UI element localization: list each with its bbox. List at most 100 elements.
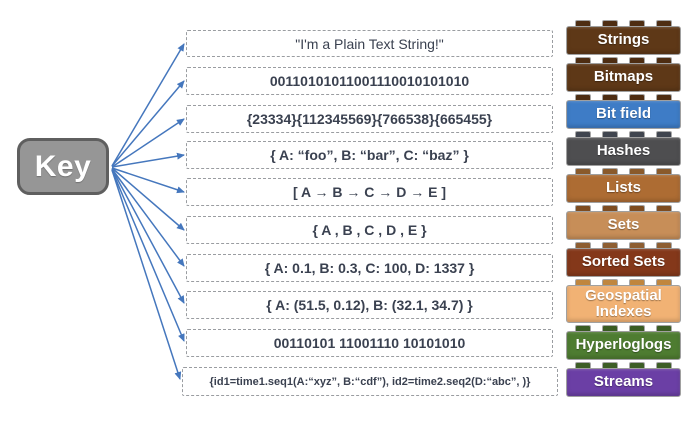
type-brick-sorted-sets: Sorted Sets — [566, 242, 681, 277]
type-brick-bitmaps: Bitmaps — [566, 57, 681, 92]
lego-stud — [602, 279, 618, 285]
value-box-sorted-set: { A: 0.1, B: 0.3, C: 100, D: 1337 } — [186, 254, 553, 282]
lego-stud — [629, 168, 645, 174]
type-label: Lists — [566, 174, 681, 203]
lego-stud — [575, 325, 591, 331]
lego-studs — [566, 57, 681, 63]
lego-stud — [575, 57, 591, 63]
value-box-hyperloglog: 00110101 11001110 10101010 — [186, 329, 553, 357]
lego-stud — [656, 242, 672, 248]
type-label: Strings — [566, 26, 681, 55]
lego-stud — [629, 242, 645, 248]
value-box-set: { A , B , C , D , E } — [186, 216, 553, 244]
key-box: Key — [17, 138, 109, 195]
lego-stud — [656, 20, 672, 26]
value-text: {23334}{112345569}{766538}{665455} — [246, 111, 493, 127]
value-box-stream: {id1=time1.seq1(A:“xyz”, B:“cdf”), id2=t… — [182, 367, 558, 396]
value-box-geospatial: { A: (51.5, 0.12), B: (32.1, 34.7) } — [186, 291, 553, 319]
type-brick-geospatial-indexes: Geospatial Indexes — [566, 279, 681, 323]
value-box-bitmap: 00110101011001110010101010 — [186, 67, 553, 95]
lego-stud — [656, 94, 672, 100]
value-text: 00110101 11001110 10101010 — [273, 335, 466, 351]
value-text: {id1=time1.seq1(A:“xyz”, B:“cdf”), id2=t… — [209, 375, 531, 388]
arrow — [111, 167, 185, 194]
arrow — [111, 152, 185, 168]
lego-studs — [566, 205, 681, 211]
lego-stud — [602, 325, 618, 331]
lego-stud — [575, 205, 591, 211]
lego-stud — [602, 168, 618, 174]
lego-studs — [566, 242, 681, 248]
lego-stud — [602, 57, 618, 63]
type-label: Geospatial Indexes — [566, 285, 681, 323]
lego-studs — [566, 168, 681, 174]
lego-stud — [629, 279, 645, 285]
lego-stud — [656, 168, 672, 174]
lego-stud — [629, 362, 645, 368]
lego-stud — [656, 325, 672, 331]
lego-studs — [566, 131, 681, 137]
lego-studs — [566, 362, 681, 368]
lego-stud — [656, 279, 672, 285]
value-text: { A: “foo”, B: “bar”, C: “baz” } — [270, 147, 469, 163]
arrow — [111, 168, 185, 304]
type-brick-strings: Strings — [566, 20, 681, 55]
lego-stud — [602, 362, 618, 368]
lego-studs — [566, 94, 681, 100]
lego-stud — [629, 131, 645, 137]
arrow — [111, 167, 185, 231]
value-text: "I'm a Plain Text String!" — [295, 35, 444, 52]
value-box-bitfield: {23334}{112345569}{766538}{665455} — [186, 105, 553, 133]
lego-stud — [602, 205, 618, 211]
lego-studs — [566, 279, 681, 285]
value-box-string: "I'm a Plain Text String!" — [186, 30, 553, 57]
type-label: Bit field — [566, 100, 681, 129]
arrow — [111, 118, 185, 168]
type-label: Hyperloglogs — [566, 331, 681, 360]
type-label: Sorted Sets — [566, 248, 681, 277]
value-text: 00110101011001110010101010 — [269, 73, 470, 89]
arrow — [111, 80, 185, 167]
lego-stud — [602, 20, 618, 26]
type-brick-bit-field: Bit field — [566, 94, 681, 129]
lego-stud — [575, 168, 591, 174]
lego-stud — [575, 20, 591, 26]
arrow — [111, 169, 182, 380]
lego-stud — [629, 205, 645, 211]
arrow — [111, 169, 185, 342]
lego-stud — [629, 20, 645, 26]
lego-stud — [629, 57, 645, 63]
lego-studs — [566, 20, 681, 26]
value-text: { A , B , C , D , E } — [312, 222, 427, 238]
type-brick-hashes: Hashes — [566, 131, 681, 166]
type-brick-sets: Sets — [566, 205, 681, 240]
type-brick-streams: Streams — [566, 362, 681, 397]
value-box-hash: { A: “foo”, B: “bar”, C: “baz” } — [186, 141, 553, 169]
lego-stud — [602, 94, 618, 100]
lego-studs — [566, 325, 681, 331]
lego-stud — [656, 362, 672, 368]
type-label: Hashes — [566, 137, 681, 166]
lego-stud — [575, 362, 591, 368]
type-label: Streams — [566, 368, 681, 397]
type-label: Sets — [566, 211, 681, 240]
lego-stud — [575, 279, 591, 285]
lego-stud — [575, 131, 591, 137]
lego-stud — [602, 131, 618, 137]
arrow — [111, 43, 185, 167]
value-text: { A: 0.1, B: 0.3, C: 100, D: 1337 } — [264, 260, 475, 276]
lego-stud — [575, 94, 591, 100]
lego-stud — [656, 57, 672, 63]
lego-stud — [629, 325, 645, 331]
lego-stud — [629, 94, 645, 100]
type-brick-lists: Lists — [566, 168, 681, 203]
value-text: [ A → B → C → D → E ] — [293, 184, 446, 200]
lego-stud — [656, 205, 672, 211]
lego-stud — [602, 242, 618, 248]
arrow — [111, 168, 185, 267]
lego-stud — [575, 242, 591, 248]
type-brick-hyperloglogs: Hyperloglogs — [566, 325, 681, 360]
lego-stud — [656, 131, 672, 137]
type-label: Bitmaps — [566, 63, 681, 92]
